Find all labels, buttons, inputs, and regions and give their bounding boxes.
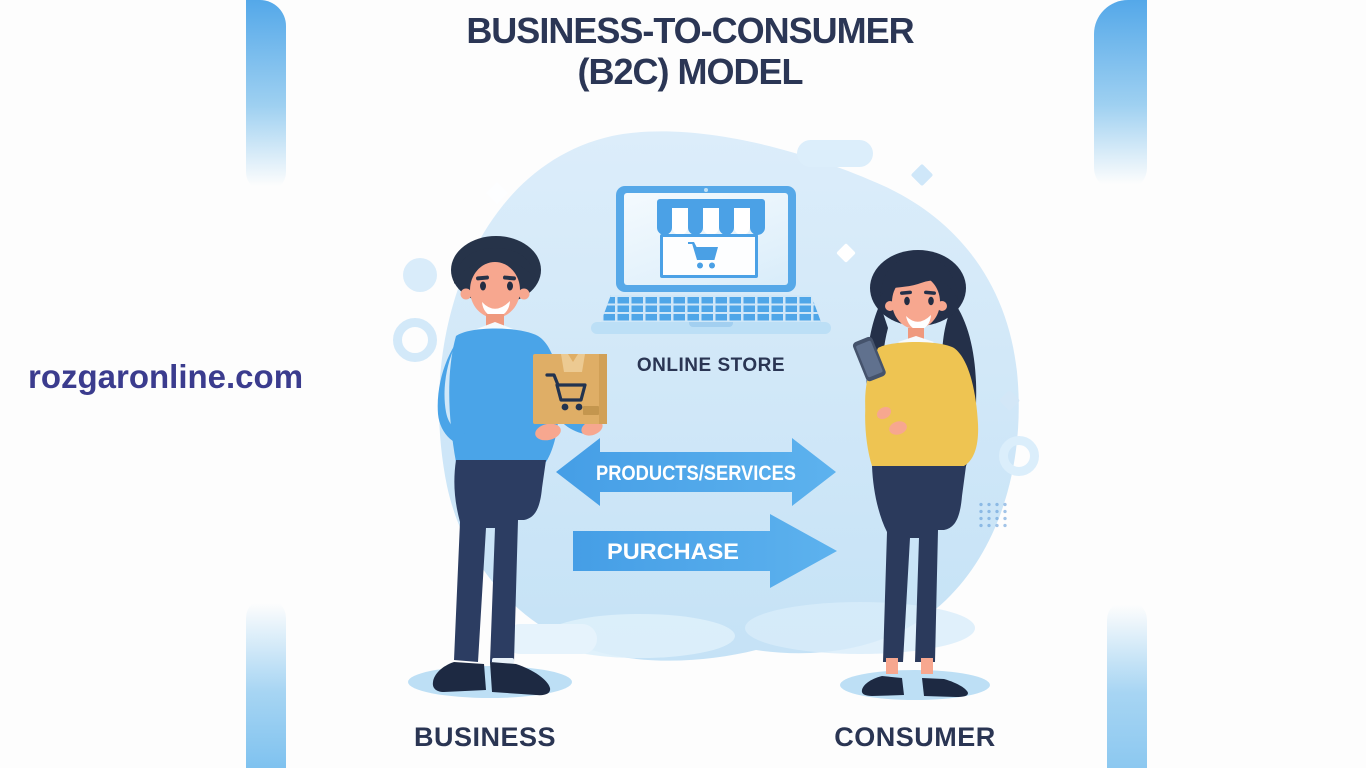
products-services-arrow: PRODUCTS/SERVICES: [556, 438, 836, 506]
decorative-bar-left-bottom: [246, 598, 286, 768]
decorative-ring: [393, 318, 437, 362]
sock: [492, 658, 514, 664]
laptop-webcam-dot: [704, 188, 708, 192]
smile: [906, 315, 931, 331]
hand: [889, 421, 907, 435]
eye: [904, 296, 910, 306]
blob-path: [439, 131, 1019, 661]
awning-stripe: [734, 208, 750, 235]
shoe: [432, 662, 486, 692]
eyebrow: [899, 290, 912, 295]
laptop-base: [591, 322, 831, 334]
double-arrow-icon: [556, 438, 836, 506]
cart-wheel: [561, 403, 569, 411]
cart-on-box-icon: [545, 373, 587, 402]
package-box-icon: [533, 354, 607, 424]
decorative-dots-grid: [977, 501, 1007, 529]
ankle: [921, 658, 933, 674]
blob-light-pill: [505, 624, 597, 654]
pants: [454, 460, 546, 662]
sweater-right-arm: [898, 350, 974, 441]
shoe: [490, 662, 551, 696]
right-arrow-icon: [573, 514, 837, 588]
eyebrow: [476, 275, 489, 281]
awning-stripe: [657, 208, 673, 235]
eyebrow: [924, 290, 937, 295]
online-store-label: ONLINE STORE: [636, 355, 786, 376]
products-services-arrow-label: PRODUCTS/SERVICES: [596, 462, 796, 485]
awning-stripe: [687, 208, 704, 235]
business-person-illustration: [432, 236, 603, 696]
awning-stripe: [672, 208, 688, 235]
laptop-trackpad-notch: [689, 322, 733, 327]
awning-stripe: [718, 208, 735, 235]
page-title-line1: BUSINESS-TO-CONSUMER: [466, 10, 914, 51]
purchase-arrow: PURCHASE: [573, 514, 837, 588]
consumer-person-illustration: [852, 250, 979, 697]
box-flap: [561, 354, 585, 372]
page-title-line2: (B2C) MODEL: [577, 51, 804, 93]
storefront-awning-bar: [657, 199, 765, 209]
hair-fringe: [880, 256, 958, 300]
eye: [928, 296, 934, 306]
hair-fringe: [454, 248, 537, 284]
eye: [507, 281, 513, 291]
box-side-shade: [599, 354, 607, 424]
decorative-bar-right-top: [1094, 0, 1147, 190]
decorative-bar-right-bottom: [1107, 600, 1147, 768]
eye: [480, 281, 486, 291]
pants: [872, 466, 966, 662]
purchase-arrow-label: PURCHASE: [607, 539, 739, 564]
decorative-pill: [797, 140, 873, 167]
sweater-left-arm: [437, 340, 540, 449]
hand: [535, 423, 561, 441]
ear: [460, 288, 472, 300]
flat-shoe: [861, 676, 904, 696]
awning-stripe: [703, 208, 719, 235]
storefront-awning-icon: [657, 208, 765, 235]
box-flap-notch: [568, 354, 578, 362]
box-label: [583, 406, 599, 415]
business-person: [432, 236, 603, 696]
decorative-bar-left-top: [246, 0, 286, 192]
decorative-ring: [999, 436, 1039, 476]
shopping-cart-icon: [688, 242, 718, 269]
consumer-label: CONSUMER: [834, 722, 996, 752]
face: [892, 275, 940, 329]
business-label: BUSINESS: [413, 722, 557, 752]
smile: [482, 301, 510, 318]
cart-wheel: [575, 403, 583, 411]
decorative-circle: [403, 258, 437, 292]
page-title: BUSINESS-TO-CONSUMER (B2C) MODEL: [383, 10, 997, 92]
flat-shoe: [922, 678, 968, 697]
awning-stripe: [749, 208, 765, 235]
smartphone-icon: [852, 336, 886, 382]
watermark-text: rozgaronline.com: [28, 358, 304, 395]
hand: [876, 406, 892, 420]
hand: [581, 420, 603, 436]
eyebrow: [503, 275, 516, 281]
consumer-person: [852, 250, 979, 697]
ankle: [886, 658, 898, 674]
laptop-keyboard: [601, 295, 821, 322]
ear: [518, 288, 530, 300]
